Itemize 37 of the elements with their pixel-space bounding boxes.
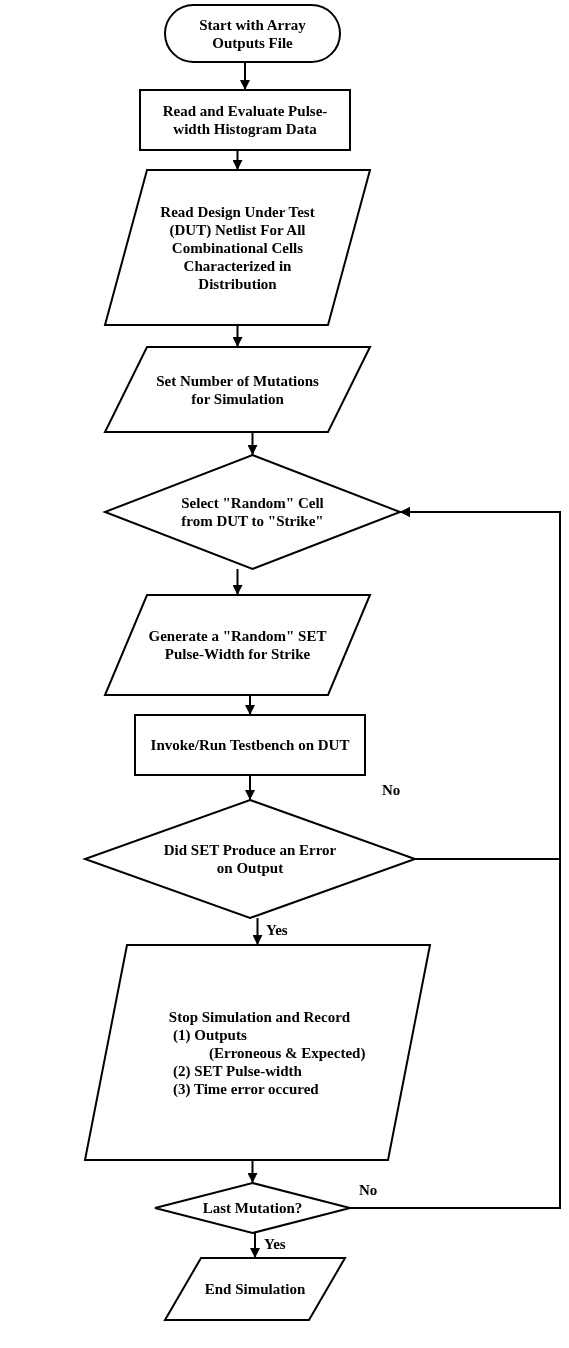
arrow xyxy=(245,774,255,801)
arrow xyxy=(232,324,243,348)
node-text: Did SET Produce an Error on Output xyxy=(162,841,338,877)
node-text: Generate a "Random" SET Pulse-Width for Strike xyxy=(147,627,328,663)
node-text: Invoke/Run Testbench on DUT xyxy=(150,736,350,754)
process-box xyxy=(140,90,350,150)
data-parallelogram xyxy=(165,1258,345,1320)
list-item: (1) Outputs xyxy=(172,1025,247,1044)
node-text: Start with Array Outputs File xyxy=(198,15,307,52)
arrow xyxy=(250,1232,260,1259)
arrow xyxy=(232,568,243,596)
node-text: Last Mutation? xyxy=(202,1199,303,1217)
node-text: Read Design Under Test (DUT) Netlist For All Combinational Cells Characterized in Distribution xyxy=(159,202,316,293)
node-text: Set Number of Mutations for Simulation xyxy=(155,371,320,408)
decision-diamond xyxy=(105,455,400,569)
node-text: Stop Simulation and Record xyxy=(168,1007,351,1026)
data-parallelogram xyxy=(105,170,370,325)
arrow xyxy=(252,917,263,946)
list-item: (2) SET Pulse-width xyxy=(172,1061,302,1080)
node-text: Read and Evaluate Pulse-width Histogram Data xyxy=(161,102,329,138)
arrow xyxy=(245,694,255,716)
data-parallelogram xyxy=(85,945,430,1160)
arrow xyxy=(240,61,250,91)
arrow xyxy=(349,507,561,1209)
process-box xyxy=(135,715,365,775)
list-item: (Erroneous & Expected) xyxy=(208,1043,366,1062)
arrow xyxy=(247,431,258,456)
data-parallelogram xyxy=(105,595,370,695)
list-item: (3) Time error occured xyxy=(172,1079,319,1098)
node-text: Select "Random" Cell from DUT to "Strike" xyxy=(180,494,325,530)
arrow xyxy=(232,149,243,171)
decision-diamond xyxy=(85,800,415,918)
data-parallelogram xyxy=(105,347,370,432)
arrow xyxy=(247,1159,258,1184)
node-text: End Simulation xyxy=(204,1280,306,1298)
decision-diamond xyxy=(155,1183,350,1233)
terminal-shape xyxy=(165,5,340,62)
